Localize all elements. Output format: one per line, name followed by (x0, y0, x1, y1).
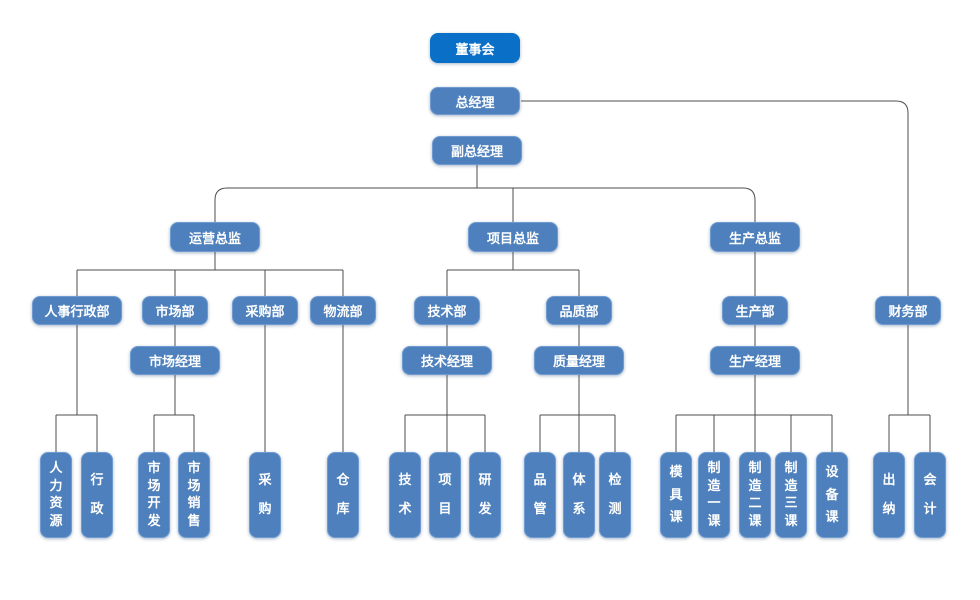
node-human-resources[interactable]: 人力资源 (40, 452, 72, 538)
node-production-director[interactable]: 生产总监 (710, 222, 800, 252)
node-accounting[interactable]: 会计 (914, 452, 946, 538)
node-project[interactable]: 项目 (429, 452, 461, 538)
node-board[interactable]: 董事会 (430, 33, 520, 63)
node-mold-section[interactable]: 模具课 (660, 452, 692, 538)
node-cashier[interactable]: 出纳 (873, 452, 905, 538)
node-system[interactable]: 体系 (563, 452, 595, 538)
node-inspection[interactable]: 检测 (599, 452, 631, 538)
node-market-sales[interactable]: 市场销售 (178, 452, 210, 538)
node-logistics-dept[interactable]: 物流部 (310, 296, 376, 325)
node-finance-dept[interactable]: 财务部 (875, 296, 941, 325)
node-marketing-manager[interactable]: 市场经理 (130, 346, 220, 375)
node-purchasing[interactable]: 采购 (249, 452, 281, 538)
node-quality-manager[interactable]: 质量经理 (534, 346, 624, 375)
node-quality-control[interactable]: 品管 (524, 452, 556, 538)
node-marketing-dept[interactable]: 市场部 (142, 296, 208, 325)
node-market-development[interactable]: 市场开发 (138, 452, 170, 538)
node-manufacturing-section-1[interactable]: 制造一课 (698, 452, 730, 538)
node-general-manager[interactable]: 总经理 (430, 87, 520, 115)
node-purchasing-dept[interactable]: 采购部 (232, 296, 298, 325)
node-technology-dept[interactable]: 技术部 (414, 296, 480, 325)
node-manufacturing-section-2[interactable]: 制造二课 (739, 452, 771, 538)
node-technology-manager[interactable]: 技术经理 (402, 346, 492, 375)
node-rnd[interactable]: 研发 (469, 452, 501, 538)
node-production-dept[interactable]: 生产部 (722, 296, 788, 325)
node-warehouse[interactable]: 仓库 (327, 452, 359, 538)
node-quality-dept[interactable]: 品质部 (546, 296, 612, 325)
node-technology[interactable]: 技术 (389, 452, 421, 538)
node-equipment-section[interactable]: 设备课 (816, 452, 848, 538)
node-manufacturing-section-3[interactable]: 制造三课 (775, 452, 807, 538)
node-project-director[interactable]: 项目总监 (468, 222, 558, 252)
node-deputy-general-manager[interactable]: 副总经理 (432, 136, 522, 165)
node-administration[interactable]: 行政 (81, 452, 113, 538)
node-hr-admin-dept[interactable]: 人事行政部 (32, 296, 122, 325)
node-operations-director[interactable]: 运营总监 (170, 222, 260, 252)
node-production-manager[interactable]: 生产经理 (710, 346, 800, 375)
